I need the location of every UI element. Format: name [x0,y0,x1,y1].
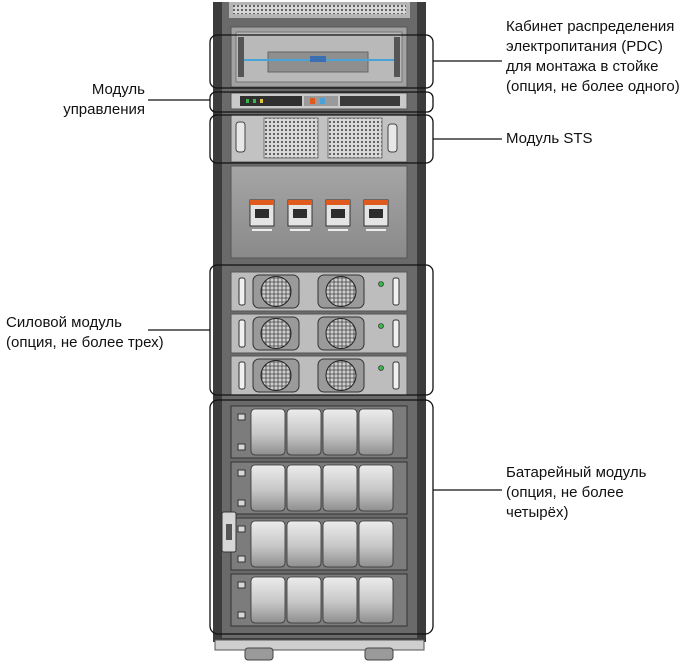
status-led-icon [260,99,263,103]
module-handle-icon [237,581,246,589]
label-sts-line: Модуль STS [506,130,593,147]
sts-module [230,114,408,163]
power-modules [230,271,408,396]
door-handle-icon [221,511,237,553]
label-pdc-line: электропитания (PDC) [506,38,663,55]
label-pdc-line: для монтажа в стойке [506,58,659,75]
fan-icon [260,276,292,307]
callout-frame-battery [209,399,434,635]
battery-cell [286,520,322,568]
power-module [230,355,408,396]
battery-module [230,517,408,571]
module-handle-icon [237,499,246,507]
fan-icon [325,360,357,391]
label-sts: Модуль STS [506,129,593,149]
battery-module [230,405,408,459]
fan-icon [325,318,357,349]
module-handle-icon [392,361,400,390]
label-battery-line: Батарейный модуль [506,464,647,481]
battery-cell [250,520,286,568]
battery-cell [358,408,394,456]
label-pdc-line: (опция, не более одного) [506,78,680,95]
battery-cell [358,464,394,512]
label-battery-line: четырёх) [506,504,569,521]
sts-handle-left-icon [235,121,246,153]
cabinet-base [214,639,425,651]
caster-left-icon [244,647,274,661]
sts-handle-right-icon [387,123,398,153]
leader-lines [148,60,502,491]
label-control: Модуль управления [49,80,145,120]
battery-cell [286,576,322,624]
module-handle-icon [392,277,400,306]
battery-cell [322,464,358,512]
status-led-icon [378,281,384,287]
breaker-switch [287,199,313,231]
module-handle-icon [237,525,246,533]
module-handle-icon [237,413,246,421]
module-handle-icon [238,319,246,348]
label-pdc-line: Кабинет распределения [506,18,675,35]
battery-cell [322,576,358,624]
label-battery: Батарейный модуль (опция, не более четыр… [506,463,646,523]
battery-cell [322,408,358,456]
label-control-line: управления [63,101,145,118]
top-vent [233,5,406,14]
battery-cell [358,520,394,568]
battery-cell [250,464,286,512]
label-power-line: (опция, не более трех) [6,334,164,351]
breaker-switch [363,199,389,231]
fan-icon [260,318,292,349]
battery-cell [358,576,394,624]
breaker-panel [230,165,408,259]
module-handle-icon [237,611,246,619]
pdc-module [230,26,408,88]
label-power: Силовой модуль (опция, не более трех) [6,313,164,353]
fan-icon [325,276,357,307]
breaker-switch [249,199,275,231]
status-led-icon [378,323,384,329]
status-led-icon [378,365,384,371]
status-led-icon [253,99,256,103]
battery-cell [250,408,286,456]
status-led-icon [246,99,249,103]
port-icon [320,98,325,104]
callout-frame-control [209,91,434,113]
battery-cell [286,464,322,512]
module-handle-icon [237,555,246,563]
module-handle-icon [238,277,246,306]
fan-icon [260,360,292,391]
power-module [230,313,408,354]
battery-cell [286,408,322,456]
label-control-line: Модуль [91,81,145,98]
battery-module [230,573,408,627]
label-power-line: Силовой модуль [6,314,122,331]
module-handle-icon [392,319,400,348]
module-handle-icon [237,469,246,477]
brand-logo-icon [310,56,326,62]
breaker-switch [325,199,351,231]
control-module [230,92,408,110]
label-pdc: Кабинет распределения электропитания (PD… [506,17,680,97]
battery-modules [230,405,408,627]
module-handle-icon [237,443,246,451]
power-module [230,271,408,312]
port-icon [310,98,315,104]
module-handle-icon [238,361,246,390]
battery-cell [250,576,286,624]
caster-right-icon [364,647,394,661]
label-battery-line: (опция, не более [506,484,624,501]
battery-cell [322,520,358,568]
battery-module [230,461,408,515]
